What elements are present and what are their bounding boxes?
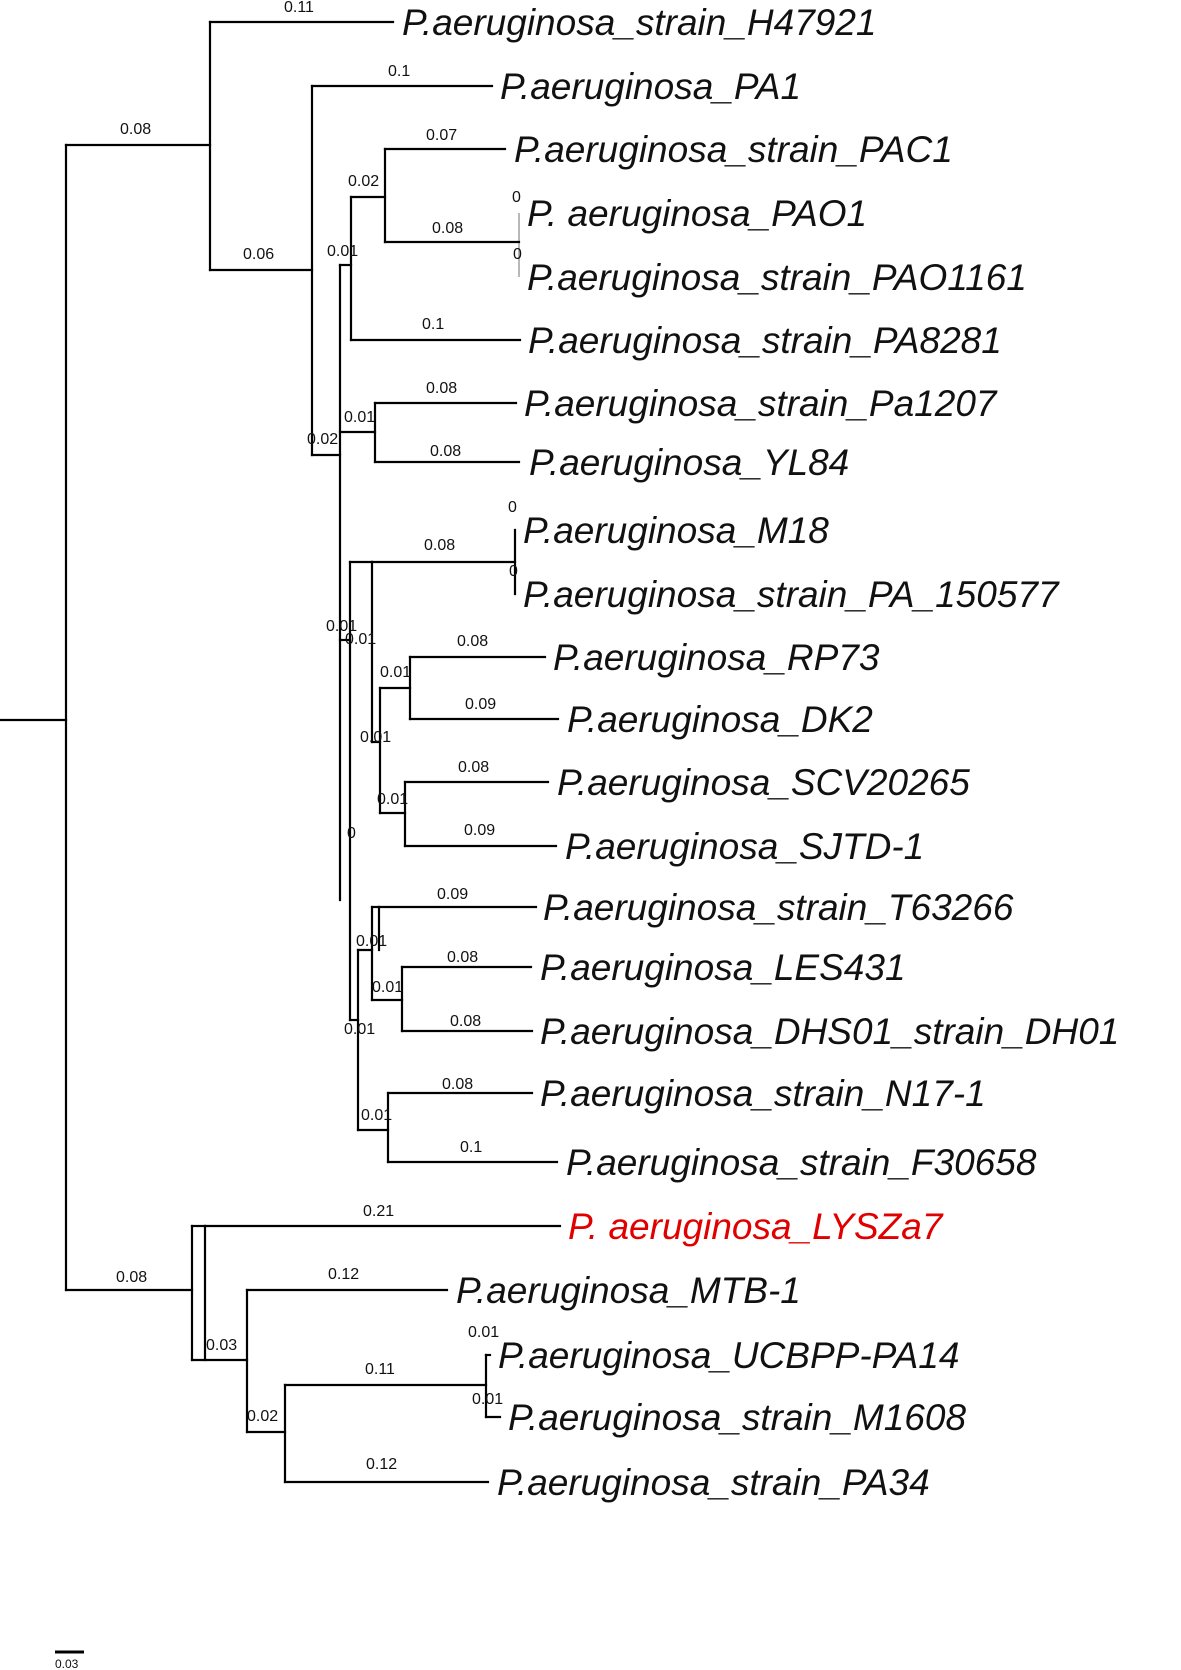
leaf-label: P. aeruginosa_LYSZa7 — [568, 1206, 944, 1247]
leaf-branch-length: 0 — [509, 563, 518, 580]
branch-length-label: 0.01 — [345, 631, 376, 648]
leaf-label: P.aeruginosa_DHS01_strain_DH01 — [540, 1011, 1119, 1052]
leaf-label: P.aeruginosa_strain_PA34 — [497, 1462, 930, 1503]
branch-length-label: 0.01 — [356, 933, 387, 950]
leaf-branch-length: 0.1 — [460, 1139, 482, 1156]
branch-length-label: 0.03 — [206, 1337, 237, 1354]
branch-length-label: 0.01 — [360, 729, 391, 746]
leaf-branch-length: 0.1 — [388, 63, 410, 80]
leaf-branch-length: 0.09 — [437, 886, 468, 903]
branch-length-label: 0.01 — [372, 979, 403, 996]
leaf-label: P.aeruginosa_YL84 — [529, 442, 849, 483]
branch-length-label: 0.11 — [365, 1361, 395, 1378]
branch-length-label: 0.02 — [307, 431, 338, 448]
leaf-label: P.aeruginosa_LES431 — [540, 947, 906, 988]
leaf-label: P. aeruginosa_PAO1 — [527, 193, 867, 234]
tree-branches — [0, 20, 562, 1484]
branch-length-label: 0.08 — [424, 537, 455, 554]
branch-length-label: 0.01 — [380, 664, 411, 681]
leaf-branch-length: 0.08 — [458, 759, 489, 776]
scale-bar-label: 0.03 — [55, 1657, 79, 1670]
leaf-label: P.aeruginosa_MTB-1 — [456, 1270, 801, 1311]
leaf-branch-length: 0.08 — [450, 1013, 481, 1030]
branch-length-label: 0 — [347, 825, 356, 842]
leaf-label: P.aeruginosa_strain_PAO1161 — [527, 257, 1027, 298]
branch-length-label: 0.01 — [327, 243, 358, 260]
leaf-branch-length: 0.09 — [464, 822, 495, 839]
leaf-label: P.aeruginosa_M18 — [523, 510, 829, 551]
leaf-label: P.aeruginosa_strain_Pa1207 — [524, 383, 998, 424]
leaf-label: P.aeruginosa_strain_M1608 — [508, 1397, 966, 1438]
leaf-branch-length: 0.08 — [430, 443, 461, 460]
leaf-branch-length: 0 — [508, 499, 517, 516]
branch-length-label: 0.02 — [348, 173, 379, 190]
branch-length-label: 0.08 — [432, 220, 463, 237]
branch-length-label: 0.01 — [344, 409, 375, 426]
leaf-branch-length: 0.12 — [328, 1266, 359, 1283]
leaf-branch-length: 0.08 — [447, 949, 478, 966]
leaf-label: P.aeruginosa_SCV20265 — [557, 762, 970, 803]
leaf-branch-length: 0.01 — [472, 1391, 503, 1408]
leaf-branch-length: 0 — [513, 246, 522, 263]
branch-length-label: 0.08 — [120, 121, 151, 138]
leaf-label: P.aeruginosa_SJTD-1 — [565, 826, 924, 867]
leaf-label: P.aeruginosa_strain_T63266 — [543, 887, 1014, 928]
leaf-label: P.aeruginosa_strain_PA_150577 — [523, 574, 1060, 615]
leaf-branch-length: 0.07 — [426, 127, 457, 144]
leaf-label: P.aeruginosa_strain_F30658 — [566, 1142, 1037, 1183]
leaf-branch-length: 0.08 — [457, 633, 488, 650]
leaf-label: P.aeruginosa_UCBPP-PA14 — [498, 1335, 959, 1376]
branch-length-label: 0.08 — [116, 1269, 147, 1286]
branch-length-label: 0.01 — [344, 1021, 375, 1038]
leaf-branch-length: 0.01 — [468, 1324, 499, 1341]
leaf-branch-length: 0.21 — [363, 1203, 394, 1220]
leaf-label: P.aeruginosa_RP73 — [553, 637, 880, 678]
leaf-branch-length: 0 — [512, 189, 521, 206]
branch-length-label: 0.06 — [243, 246, 274, 263]
leaf-branch-length: 0.1 — [422, 316, 444, 333]
leaf-label: P.aeruginosa_PA1 — [500, 66, 801, 107]
leaf-label: P.aeruginosa_strain_H47921 — [402, 2, 877, 43]
branch-length-label: 0.01 — [361, 1107, 392, 1124]
branch-length-labels: 0.11 0.1 0.07 0 0 0.1 0.08 0.08 0 0 0.08 0.09 0.08 0.… — [116, 0, 522, 1473]
leaf-label: P.aeruginosa_strain_PA8281 — [528, 320, 1002, 361]
scale-bar: 0.03 — [55, 1650, 84, 1670]
leaf-branch-length: 0.12 — [366, 1456, 397, 1473]
leaf-labels: P.aeruginosa_strain_H47921P.aeruginosa_P… — [402, 2, 1119, 1503]
leaf-branch-length: 0.08 — [426, 380, 457, 397]
leaf-branch-length: 0.11 — [284, 0, 314, 16]
leaf-label: P.aeruginosa_strain_PAC1 — [514, 129, 953, 170]
branch-length-label: 0.01 — [326, 618, 357, 635]
leaf-branch-length: 0.08 — [442, 1076, 473, 1093]
branch-length-label: 0.01 — [377, 791, 408, 808]
leaf-label: P.aeruginosa_DK2 — [567, 699, 873, 740]
branch-length-label: 0.02 — [247, 1408, 278, 1425]
leaf-branch-length: 0.09 — [465, 696, 496, 713]
leaf-label: P.aeruginosa_strain_N17-1 — [540, 1073, 986, 1114]
